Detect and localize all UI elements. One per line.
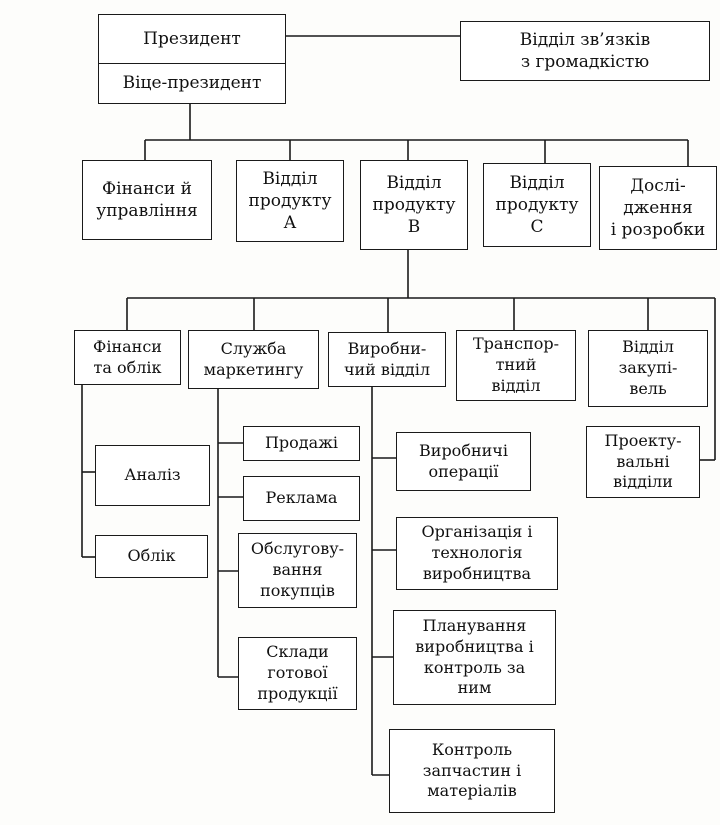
product-b-box: Відділ продукту В bbox=[360, 160, 468, 250]
vice-president-box: Віце-президент bbox=[98, 63, 286, 104]
transport-department-box: Транспор- тний відділ bbox=[456, 330, 576, 401]
accounting-box: Облік bbox=[95, 535, 208, 578]
advertising-box: Реклама bbox=[243, 476, 360, 521]
production-organization-box: Організація і технологія виробництва bbox=[396, 517, 558, 590]
product-a-box: Відділ продукту А bbox=[236, 160, 344, 242]
customer-service-box: Обслугову- вання покупців bbox=[238, 533, 357, 608]
research-development-box: Дослі- дження і розробки bbox=[599, 166, 717, 250]
finished-goods-warehouse-box: Склади готової продукції bbox=[238, 637, 357, 710]
production-department-box: Виробни- чий відділ bbox=[328, 332, 446, 387]
production-planning-box: Планування виробництва і контроль за ним bbox=[393, 610, 556, 705]
design-departments-box: Проекту- вальні відділи bbox=[586, 426, 700, 498]
finance-management-box: Фінанси й управління bbox=[82, 160, 212, 240]
product-c-box: Відділ продукту С bbox=[483, 163, 591, 247]
finance-accounting-box: Фінанси та облік bbox=[74, 330, 181, 385]
production-operations-box: Виробничі операції bbox=[396, 432, 531, 491]
parts-materials-control-box: Контроль запчастин і матеріалів bbox=[389, 729, 555, 813]
analysis-box: Аналіз bbox=[95, 445, 210, 506]
procurement-department-box: Відділ закупі- вель bbox=[588, 330, 708, 407]
marketing-service-box: Служба маркетингу bbox=[188, 330, 319, 389]
sales-box: Продажі bbox=[243, 426, 360, 461]
president-box: Президент bbox=[98, 14, 286, 64]
public-relations-box: Відділ зв’язків з громадкістю bbox=[460, 21, 710, 81]
